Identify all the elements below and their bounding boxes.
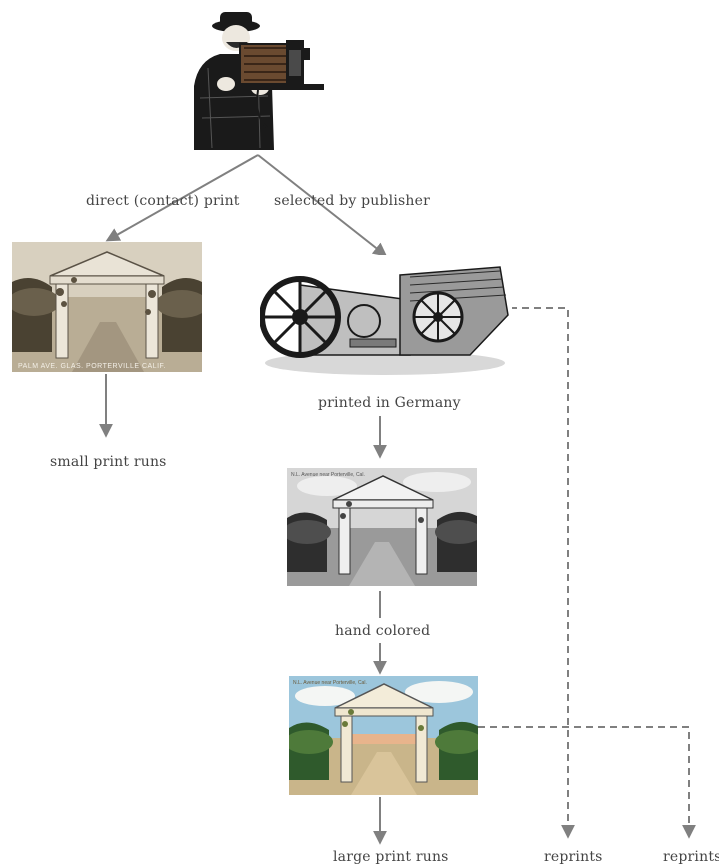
- arrow-photographer-to-contact-print: [105, 154, 259, 242]
- label-selected-by-publisher: selected by publisher: [274, 193, 430, 209]
- bw-card-caption: N.L. Avenue near Porterville, Cal.: [291, 472, 365, 478]
- label-small-print-runs: small print runs: [50, 454, 167, 470]
- label-direct-contact-print: direct (contact) print: [86, 193, 240, 209]
- contact-print-photo: PALM AVE. GLAS. PORTERVILLE CALIF.: [12, 242, 202, 372]
- label-reprints-press: reprints: [544, 849, 603, 865]
- arrow-photographer-to-press: [257, 154, 388, 257]
- photographer-illustration: [188, 8, 328, 150]
- photo-caption: PALM AVE. GLAS. PORTERVILLE CALIF.: [18, 363, 166, 370]
- colored-postcard: N.L. Avenue near Porterville, Cal.: [289, 676, 478, 795]
- label-reprints-colored: reprints: [663, 849, 719, 865]
- label-printed-in-germany: printed in Germany: [318, 395, 461, 411]
- label-hand-colored: hand colored: [335, 623, 431, 639]
- label-large-print-runs: large print runs: [333, 849, 449, 865]
- dashed-color-card-to-reprints: [478, 726, 696, 839]
- printing-press-illustration: [260, 255, 512, 380]
- color-card-caption: N.L. Avenue near Porterville, Cal.: [293, 680, 367, 686]
- bw-postcard: N.L. Avenue near Porterville, Cal.: [287, 468, 477, 586]
- dashed-press-to-reprints: [510, 307, 575, 839]
